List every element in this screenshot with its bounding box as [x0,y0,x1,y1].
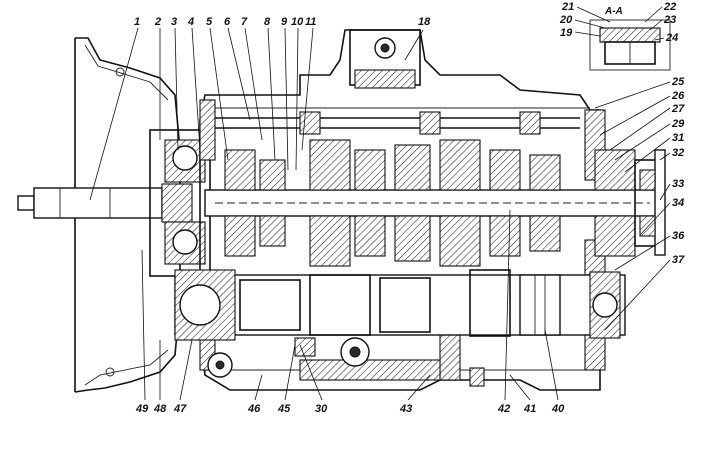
callout-27: 27 [671,103,685,115]
callout-labels: 1 2 3 4 5 6 7 8 9 10 11 18 21 20 19 22 2… [134,1,685,415]
callout-48: 48 [153,403,167,415]
callout-32: 32 [672,147,684,159]
callout-1: 1 [134,16,140,28]
callout-18: 18 [418,16,431,28]
callout-33: 33 [672,178,684,190]
main-shaft-gears [224,139,561,267]
callout-2: 2 [154,16,161,28]
section-label-a-a: А-А [604,6,623,17]
callout-40: 40 [551,403,565,415]
callout-47: 47 [173,403,187,415]
countershaft [174,269,626,341]
callout-30: 30 [315,403,328,415]
callout-45: 45 [277,403,291,415]
callout-8: 8 [264,16,271,28]
callout-24: 24 [665,32,678,44]
callout-42: 42 [497,403,510,415]
callout-22: 22 [663,1,676,13]
callout-11: 11 [305,16,316,28]
callout-34: 34 [672,197,684,209]
callout-31: 31 [672,132,684,144]
callout-20: 20 [559,14,573,26]
rear-output [594,149,666,257]
callout-46: 46 [247,403,261,415]
input-shaft [17,183,193,223]
callout-25: 25 [671,76,685,88]
callout-7: 7 [241,16,248,28]
main-shaft [204,189,661,217]
callout-26: 26 [671,90,685,102]
callout-4: 4 [187,16,194,28]
callout-9: 9 [281,16,288,28]
shift-cover [215,29,580,135]
callout-3: 3 [171,16,177,28]
section-inset: А-А [589,6,671,71]
callout-36: 36 [672,230,685,242]
leader-lines [89,6,671,401]
callout-21: 21 [561,1,574,13]
callout-49: 49 [135,403,149,415]
callout-5: 5 [206,16,213,28]
callout-41: 41 [523,403,536,415]
callout-19: 19 [560,27,573,39]
lower-housing-details [207,337,485,387]
callout-37: 37 [672,254,685,266]
callout-23: 23 [663,14,676,26]
callout-10: 10 [291,16,304,28]
callout-43: 43 [399,403,412,415]
callout-29: 29 [671,118,685,130]
callout-6: 6 [224,16,231,28]
